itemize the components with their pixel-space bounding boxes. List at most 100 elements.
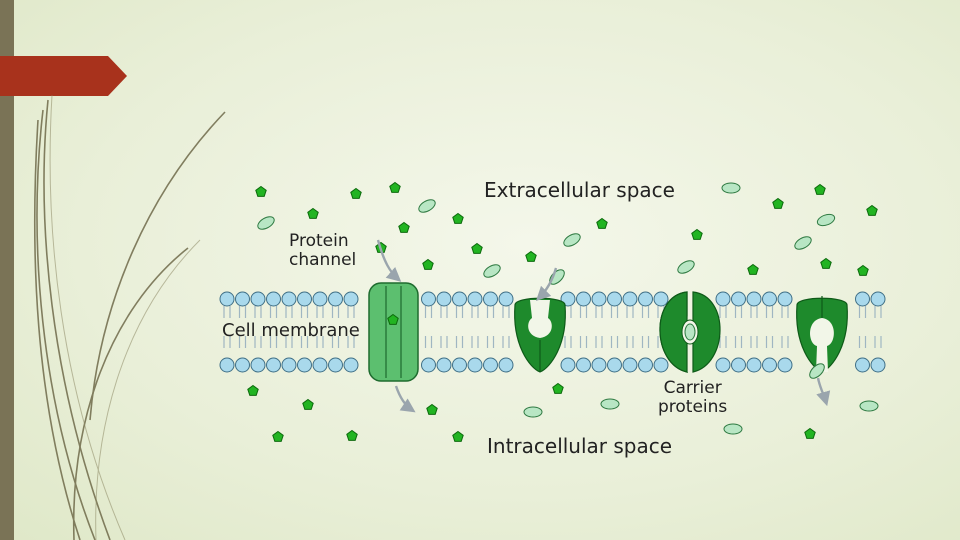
arrow-into-channel (376, 239, 402, 282)
phospholipid (436, 291, 452, 373)
phospholipid-head-bottom (870, 357, 886, 373)
phospholipid (467, 291, 483, 373)
arrow-out-of-channel (394, 385, 416, 413)
phospholipid-head-bottom (560, 357, 576, 373)
pentagon-molecule-icon (552, 382, 564, 394)
pentagon-molecule-icon (866, 204, 878, 216)
phospholipid-head-top (421, 291, 436, 307)
oval-molecule-icon (809, 363, 825, 379)
carrier-protein-open-inward (796, 296, 848, 373)
phospholipid-head-top (328, 291, 343, 307)
pentagon-molecule-icon (452, 430, 464, 442)
pentagon-molecule-icon (814, 183, 826, 195)
carrier-protein-open-outward (514, 297, 566, 373)
phospholipid-head-bottom (421, 357, 436, 373)
pentagon-molecule-icon (747, 263, 759, 275)
phospholipid-head-top (576, 291, 591, 307)
phospholipid (235, 291, 250, 373)
phospholipid-head-bottom (607, 357, 622, 373)
phospholipid-head-bottom (483, 357, 498, 373)
phospholipid (777, 291, 793, 373)
protein-channel-label-line1: Protein (289, 231, 349, 251)
oval-molecule-icon (418, 199, 436, 213)
oval-molecule-icon (794, 236, 812, 250)
phospholipid (343, 291, 359, 373)
phospholipid (762, 291, 777, 373)
phospholipid-head-top (746, 291, 762, 307)
phospholipid (653, 291, 669, 373)
phospholipid (638, 291, 653, 373)
phospholipid-head-top (297, 291, 312, 307)
phospholipid-head-top (452, 291, 467, 307)
phospholipid-head-top (436, 291, 452, 307)
pentagon-molecule-icon (452, 212, 464, 224)
pentagon-molecule-icon (471, 242, 483, 254)
phospholipid-head-top (855, 291, 870, 307)
phospholipid-head-top (498, 291, 514, 307)
pentagon-molecule-icon (387, 313, 399, 325)
oval-molecule-icon (257, 216, 275, 230)
carrier-binding-site (810, 318, 834, 372)
phospholipid (297, 291, 312, 373)
phospholipid-head-bottom (328, 357, 343, 373)
phospholipid-head-bottom (731, 357, 746, 373)
phospholipid-head-top (762, 291, 777, 307)
lipid-bilayer (219, 291, 886, 373)
phospholipid (328, 291, 343, 373)
arrow-into-carrier (535, 267, 558, 302)
pentagon-molecule-icon (389, 181, 401, 193)
carrier-protein-occluded (659, 291, 721, 373)
phospholipid (421, 291, 436, 373)
phospholipid-head-bottom (715, 357, 731, 373)
phospholipid-head-bottom (312, 357, 328, 373)
phospholipid-head-bottom (467, 357, 483, 373)
phospholipid (483, 291, 498, 373)
phospholipid-head-bottom (235, 357, 250, 373)
phospholipid (746, 291, 762, 373)
carrier-binding-site (528, 300, 552, 338)
phospholipid-head-bottom (452, 357, 467, 373)
carrier-proteins-label-line1: Carrier (663, 378, 722, 398)
pentagon-molecule-icon (255, 185, 267, 197)
phospholipid-head-top (281, 291, 297, 307)
pentagon-molecule-icon (804, 427, 816, 439)
pentagon-molecule-icon (307, 207, 319, 219)
phospholipid (591, 291, 607, 373)
phospholipid-head-top (777, 291, 793, 307)
phospholipid-head-top (715, 291, 731, 307)
oval-molecule-icon (723, 423, 743, 435)
phospholipid-head-top (870, 291, 886, 307)
oval-molecule-icon (523, 406, 543, 418)
carrier-proteins-label-line2: proteins (658, 397, 728, 418)
phospholipid-head-bottom (436, 357, 452, 373)
phospholipid-head-top (343, 291, 359, 307)
oval-molecule-icon (483, 264, 501, 278)
phospholipid-head-bottom (266, 357, 281, 373)
phospholipid-head-top (731, 291, 746, 307)
pentagon-molecule-icon (346, 429, 358, 441)
protein-channel (368, 282, 419, 382)
pentagon-molecule-icon (247, 384, 259, 396)
left-accent-strip (0, 0, 14, 540)
phospholipid-head-bottom (777, 357, 793, 373)
oval-molecule-icon (684, 323, 696, 341)
phospholipid-head-top (483, 291, 498, 307)
pentagon-molecule-icon (525, 250, 537, 262)
pentagon-molecule-icon (272, 430, 284, 442)
phospholipid-head-top (467, 291, 483, 307)
pentagon-molecule-icon (857, 264, 869, 276)
phospholipid (219, 291, 235, 373)
phospholipid-head-bottom (746, 357, 762, 373)
oval-molecule-icon (677, 260, 695, 274)
phospholipid-head-bottom (250, 357, 266, 373)
phospholipid (560, 291, 576, 373)
carrier-half-left (659, 291, 688, 373)
oval-molecule-icon (563, 233, 581, 247)
phospholipid-head-top (622, 291, 638, 307)
phospholipid-head-bottom (653, 357, 669, 373)
phospholipid (855, 291, 870, 373)
phospholipid-head-top (653, 291, 669, 307)
phospholipid-head-top (591, 291, 607, 307)
